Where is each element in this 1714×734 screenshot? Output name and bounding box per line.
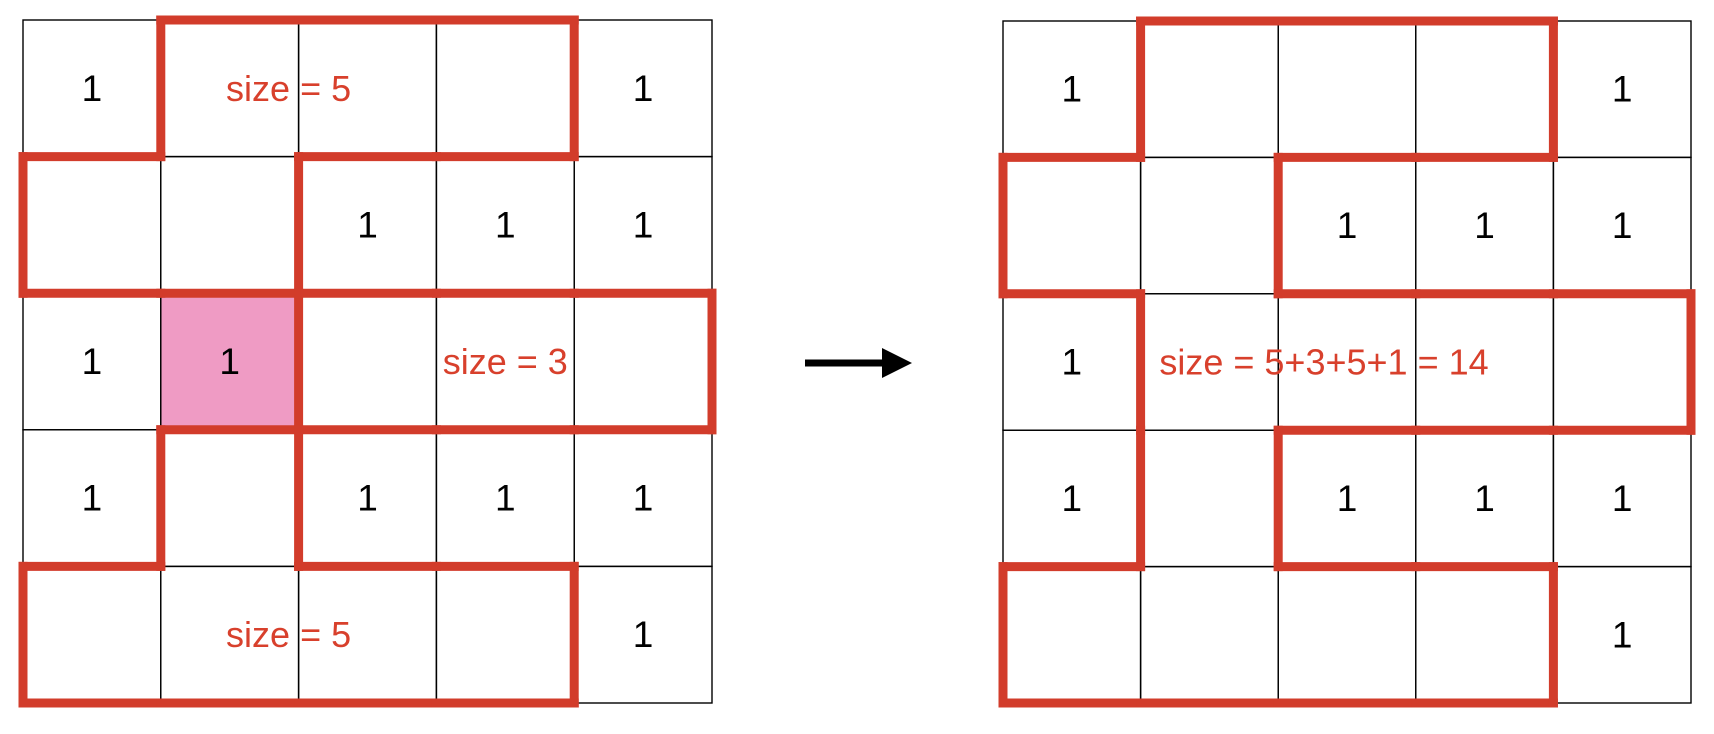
grid-cell bbox=[160, 155, 300, 294]
cell-value: 1 bbox=[633, 478, 654, 519]
cell-value: 1 bbox=[1337, 478, 1358, 519]
grid-cell bbox=[573, 292, 713, 431]
region-size-label: size = 5+3+5+1 = 14 bbox=[1159, 342, 1488, 383]
cell-value: 1 bbox=[1062, 69, 1083, 110]
cell-value: 1 bbox=[82, 68, 103, 109]
cell-value: 1 bbox=[1612, 69, 1633, 110]
cell-value: 1 bbox=[1062, 478, 1083, 519]
island-a-size-5-outline bbox=[18, 15, 579, 298]
cell-value: 1 bbox=[1062, 342, 1083, 383]
cell-value: 1 bbox=[495, 204, 516, 245]
grid-cell bbox=[22, 565, 162, 704]
cell-value: 1 bbox=[633, 614, 654, 655]
region-size-label: size = 5 bbox=[226, 68, 351, 109]
grid-cell bbox=[1002, 565, 1142, 704]
grid-cell bbox=[1552, 293, 1692, 431]
grid-cell bbox=[435, 565, 575, 704]
island-c-size-5-outline bbox=[18, 425, 579, 708]
grid-before: 1 1 1 1 1 1 1 1 1 1 1 1 size = 5 size = 3 size = 5 bbox=[18, 15, 717, 708]
cell-value: 1 bbox=[495, 478, 516, 519]
grid-cell bbox=[1277, 565, 1417, 704]
grid-cell bbox=[1139, 429, 1279, 568]
grid-cell bbox=[435, 19, 575, 158]
cell-value: 1 bbox=[357, 478, 378, 519]
grid-cell bbox=[1139, 156, 1279, 295]
grid-cell bbox=[297, 292, 438, 431]
cell-value: 1 bbox=[1612, 478, 1633, 519]
grid-cell bbox=[1415, 20, 1555, 159]
cell-value: 1 bbox=[82, 341, 103, 382]
cell-value: 1 bbox=[82, 478, 103, 519]
grid-cell bbox=[1415, 565, 1555, 704]
cell-value: 1 bbox=[1612, 205, 1633, 246]
grid-cell bbox=[22, 155, 162, 294]
region-size-label: size = 5 bbox=[226, 614, 351, 655]
cell-value: 1 bbox=[633, 68, 654, 109]
grid-cell bbox=[160, 429, 300, 568]
grid-after: 1 1 1 1 1 1 1 1 1 1 1 size = 5+3+5+1 = 14 bbox=[998, 16, 1696, 708]
cell-value: 1 bbox=[1337, 205, 1358, 246]
grid-cell bbox=[1139, 565, 1279, 704]
region-size-label: size = 3 bbox=[443, 341, 568, 382]
arrow-icon bbox=[805, 348, 912, 378]
island-b-size-3-outline bbox=[294, 288, 717, 435]
cell-value: 1 bbox=[1612, 614, 1633, 655]
cell-value: 1 bbox=[1474, 478, 1495, 519]
cell-value: 1 bbox=[219, 341, 240, 382]
cell-value: 1 bbox=[1474, 205, 1495, 246]
grid-cell bbox=[1277, 20, 1417, 159]
arrow-head bbox=[882, 348, 912, 378]
grid-cell bbox=[1002, 156, 1142, 295]
grid-cell bbox=[1139, 20, 1279, 159]
cell-value: 1 bbox=[633, 204, 654, 245]
merged-island-size-14-outline bbox=[998, 16, 1696, 708]
cell-value: 1 bbox=[357, 204, 378, 245]
highlighted-cell bbox=[160, 292, 300, 431]
